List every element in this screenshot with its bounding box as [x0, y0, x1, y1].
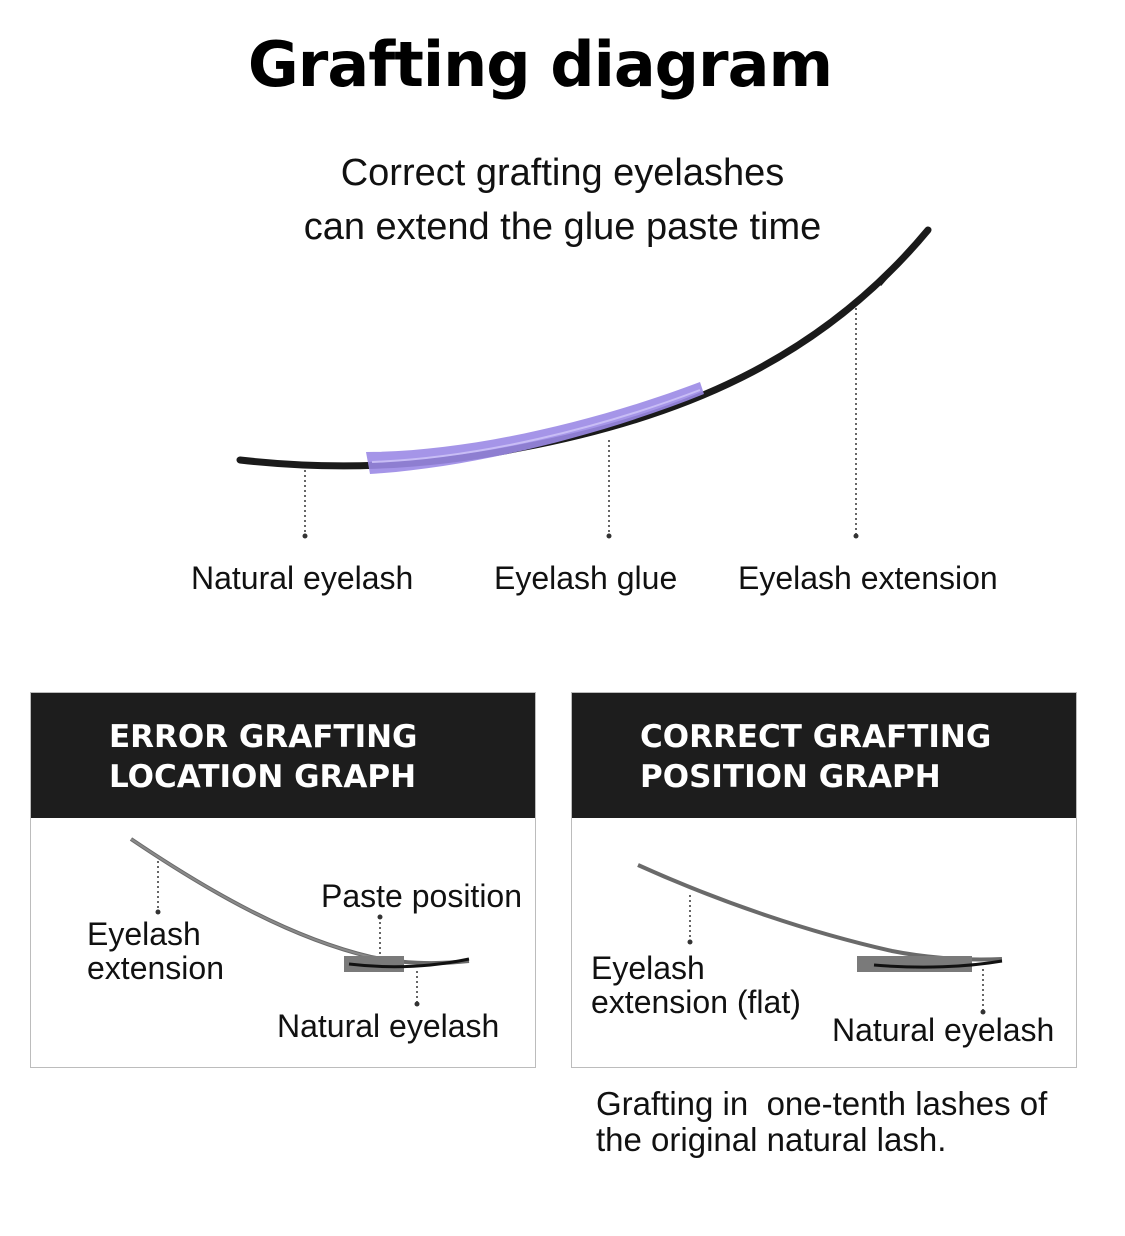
label-eyelash-extension: Eyelash extension [738, 560, 998, 596]
correct-panel-header: CORRECT GRAFTING POSITION GRAPH [572, 693, 1076, 818]
error-leader-natural-dot [414, 1001, 420, 1007]
correct-panel-title: CORRECT GRAFTING POSITION GRAPH [640, 719, 992, 795]
subtitle-line-1: Correct grafting eyelashes [340, 152, 785, 194]
error-label-natural: Natural eyelash [277, 1008, 500, 1044]
label-eyelash-glue: Eyelash glue [494, 560, 678, 596]
correct-leader-natural-dot [980, 1009, 986, 1015]
error-grafting-panel: ERROR GRAFTING LOCATION GRAPH Eyelash ex… [30, 692, 536, 1068]
correct-grafting-panel: CORRECT GRAFTING POSITION GRAPH Eyelash … [571, 692, 1077, 1068]
correct-natural-lash [873, 959, 1003, 969]
error-extension-taper [130, 838, 372, 958]
correct-extension-curve [637, 863, 1003, 962]
eyelash-tip [878, 227, 932, 286]
leader-glue-dot [606, 533, 612, 539]
page-title: Grafting diagram [247, 28, 833, 101]
error-natural-lash [348, 957, 470, 969]
error-leader-extension-dot [155, 909, 161, 915]
eyelash-glue-band [366, 382, 704, 474]
leader-extension-dot [853, 533, 859, 539]
error-label-paste: Paste position [321, 878, 523, 914]
grafting-note: Grafting in one-tenth lashes of the orig… [596, 1086, 1047, 1158]
error-panel-header: ERROR GRAFTING LOCATION GRAPH [31, 693, 535, 818]
correct-lash-drawing [637, 863, 1003, 1015]
error-lash-drawing [129, 837, 470, 1007]
error-panel-title: ERROR GRAFTING LOCATION GRAPH [109, 719, 418, 795]
grafting-note-line-2: the original natural lash. [596, 1121, 947, 1158]
error-label-extension: Eyelash extension [87, 916, 224, 986]
subtitle-line-2: can extend the glue paste time [303, 206, 822, 248]
glue-highlight [371, 389, 701, 463]
grafting-note-line-1: Grafting in one-tenth lashes of [596, 1085, 1048, 1122]
label-natural-eyelash: Natural eyelash [191, 560, 414, 596]
correct-label-extension: Eyelash extension (flat) [591, 950, 801, 1020]
leader-natural-dot [302, 533, 308, 539]
subtitle: Correct grafting eyelashes can extend th… [0, 146, 1125, 254]
error-leader-paste-dot [377, 914, 383, 920]
correct-label-natural: Natural eyelash [832, 1012, 1055, 1048]
correct-leader-extension-dot [687, 939, 693, 945]
